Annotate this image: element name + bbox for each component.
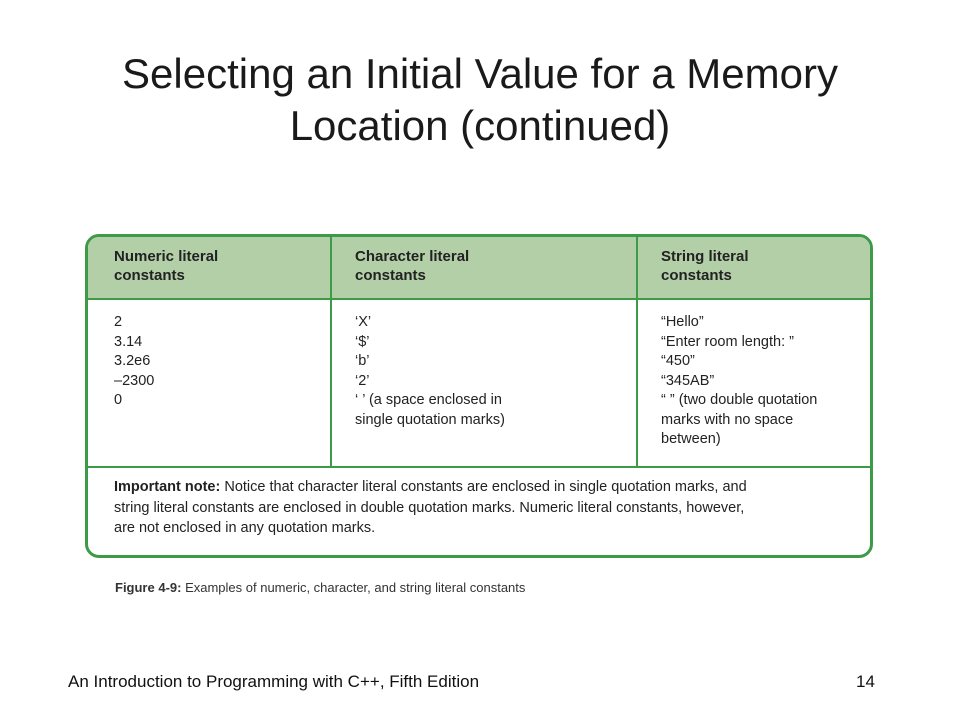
- table-cell: 3.2e6: [114, 353, 151, 369]
- note-text-1: Notice that character literal constants …: [220, 479, 747, 495]
- table-cell: “345AB”: [661, 372, 715, 389]
- table-cell: ‘b’: [355, 353, 370, 369]
- table-cell: between): [661, 431, 721, 447]
- note-text-2: string literal constants are enclosed in…: [114, 499, 745, 516]
- table-cell: ‘2’: [355, 372, 370, 389]
- note-label: Important note:: [114, 479, 221, 495]
- figure-caption: Figure 4-9: Examples of numeric, charact…: [115, 580, 525, 595]
- string-values-cell: “Hello” “Enter room length: ” “450” “345…: [661, 313, 817, 450]
- slide-title-line-1: Selecting an Initial Value for a Memory: [122, 50, 838, 97]
- table-cell: “Enter room length: ”: [661, 333, 794, 350]
- column-divider-1: [330, 237, 332, 467]
- table-cell: “Hello”: [661, 314, 704, 330]
- header-string: String literal constants: [661, 248, 749, 284]
- table-cell: 0: [114, 392, 123, 408]
- slide-title-line-2: Location (continued): [289, 102, 671, 149]
- column-divider-2: [636, 237, 638, 467]
- table-cell: “450”: [661, 353, 695, 369]
- numeric-values-cell: 2 3.14 3.2e6 –2300 0: [114, 313, 154, 411]
- figure-caption-text: Examples of numeric, character, and stri…: [181, 580, 526, 595]
- note-divider: [88, 466, 870, 468]
- note-text-3: are not enclosed in any quotation marks.: [114, 520, 376, 536]
- table-cell: “ ” (two double quotation: [661, 392, 818, 408]
- table-cell: ‘X’: [355, 314, 372, 330]
- slide-title: Selecting an Initial Value for a Memory …: [40, 48, 920, 152]
- important-note: Important note: Notice that character li…: [114, 477, 854, 539]
- character-values-cell: ‘X’ ‘$’ ‘b’ ‘2’ ‘ ’ (a space enclosed in…: [355, 313, 505, 430]
- header-numeric: Numeric literal constants: [114, 248, 219, 284]
- table-cell: 3.14: [114, 333, 143, 350]
- table-cell: ‘ ’ (a space enclosed in: [355, 392, 502, 408]
- table-cell: marks with no space: [661, 411, 794, 428]
- table-cell: –2300: [114, 372, 155, 389]
- footer-book-title: An Introduction to Programming with C++,…: [68, 672, 480, 691]
- figure-label: Figure 4-9:: [115, 580, 182, 595]
- footer-page-number: 14: [856, 672, 875, 691]
- header-character: Character literal constants: [355, 248, 470, 284]
- literal-constants-table: Numeric literal constants Character lite…: [85, 234, 873, 558]
- table-cell: 2: [114, 314, 123, 330]
- table-cell: single quotation marks): [355, 411, 505, 428]
- table-cell: ‘$’: [355, 333, 370, 350]
- table-header-row: [88, 237, 870, 300]
